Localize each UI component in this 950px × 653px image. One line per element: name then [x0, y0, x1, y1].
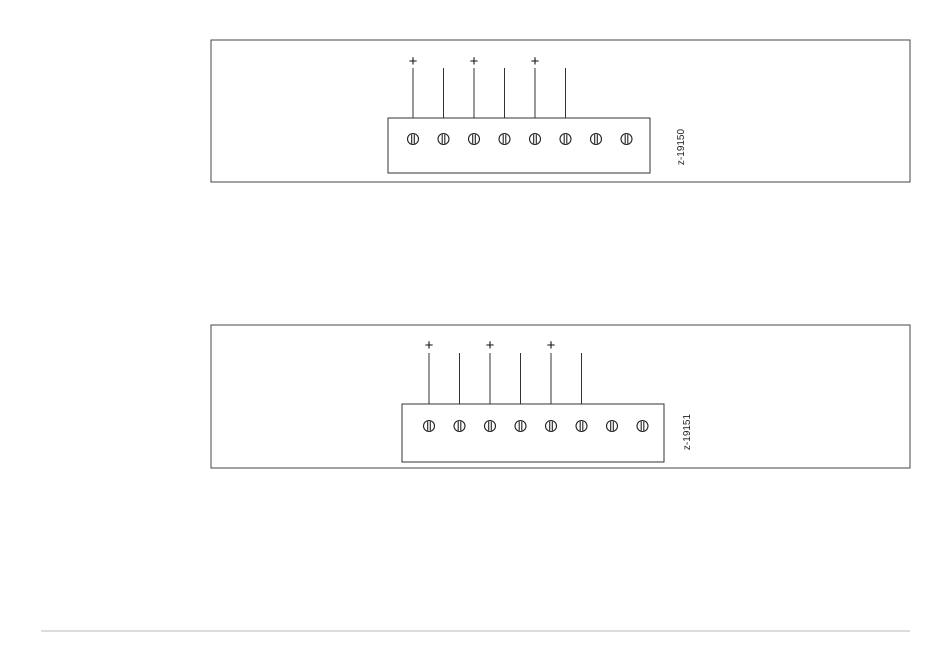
terminal-figure-2: + + + z-19151 [211, 325, 910, 468]
screw-terminal [591, 134, 602, 145]
figure-id-label: z-19151 [682, 413, 693, 450]
screw-head-icon [469, 134, 480, 145]
screw-terminal [499, 134, 510, 145]
screw-terminal [576, 421, 587, 432]
screw-head-icon [424, 421, 435, 432]
terminal-figure-1: + + + z-19150 [211, 40, 910, 182]
screw-head-icon [499, 134, 510, 145]
screw-head-icon [546, 421, 557, 432]
screw-head-icon [515, 421, 526, 432]
screw-head-icon [560, 134, 571, 145]
screw-head-icon [454, 421, 465, 432]
screw-terminal [408, 134, 419, 145]
screw-head-icon [438, 134, 449, 145]
screw-head-icon [530, 134, 541, 145]
polarity-plus-sign: + [531, 53, 540, 70]
screw-terminal [438, 134, 449, 145]
screw-head-icon [621, 134, 632, 145]
screw-terminal [607, 421, 618, 432]
terminal-block [402, 404, 664, 462]
screw-head-icon [591, 134, 602, 145]
polarity-plus-sign: + [409, 53, 418, 70]
polarity-plus-sign: + [547, 337, 556, 354]
screw-terminal [454, 421, 465, 432]
screw-terminal [424, 421, 435, 432]
screw-terminal [637, 421, 648, 432]
screw-terminal [621, 134, 632, 145]
terminal-block [388, 118, 650, 173]
screw-head-icon [637, 421, 648, 432]
screw-terminal [560, 134, 571, 145]
polarity-plus-sign: + [486, 337, 495, 354]
figure-id-label: z-19150 [676, 128, 687, 165]
screw-terminal [469, 134, 480, 145]
screw-head-icon [485, 421, 496, 432]
polarity-plus-sign: + [425, 337, 434, 354]
screw-terminal [485, 421, 496, 432]
screw-terminal [546, 421, 557, 432]
screw-terminal [530, 134, 541, 145]
screw-head-icon [576, 421, 587, 432]
polarity-plus-sign: + [470, 53, 479, 70]
screw-head-icon [607, 421, 618, 432]
screw-head-icon [408, 134, 419, 145]
screw-terminal [515, 421, 526, 432]
